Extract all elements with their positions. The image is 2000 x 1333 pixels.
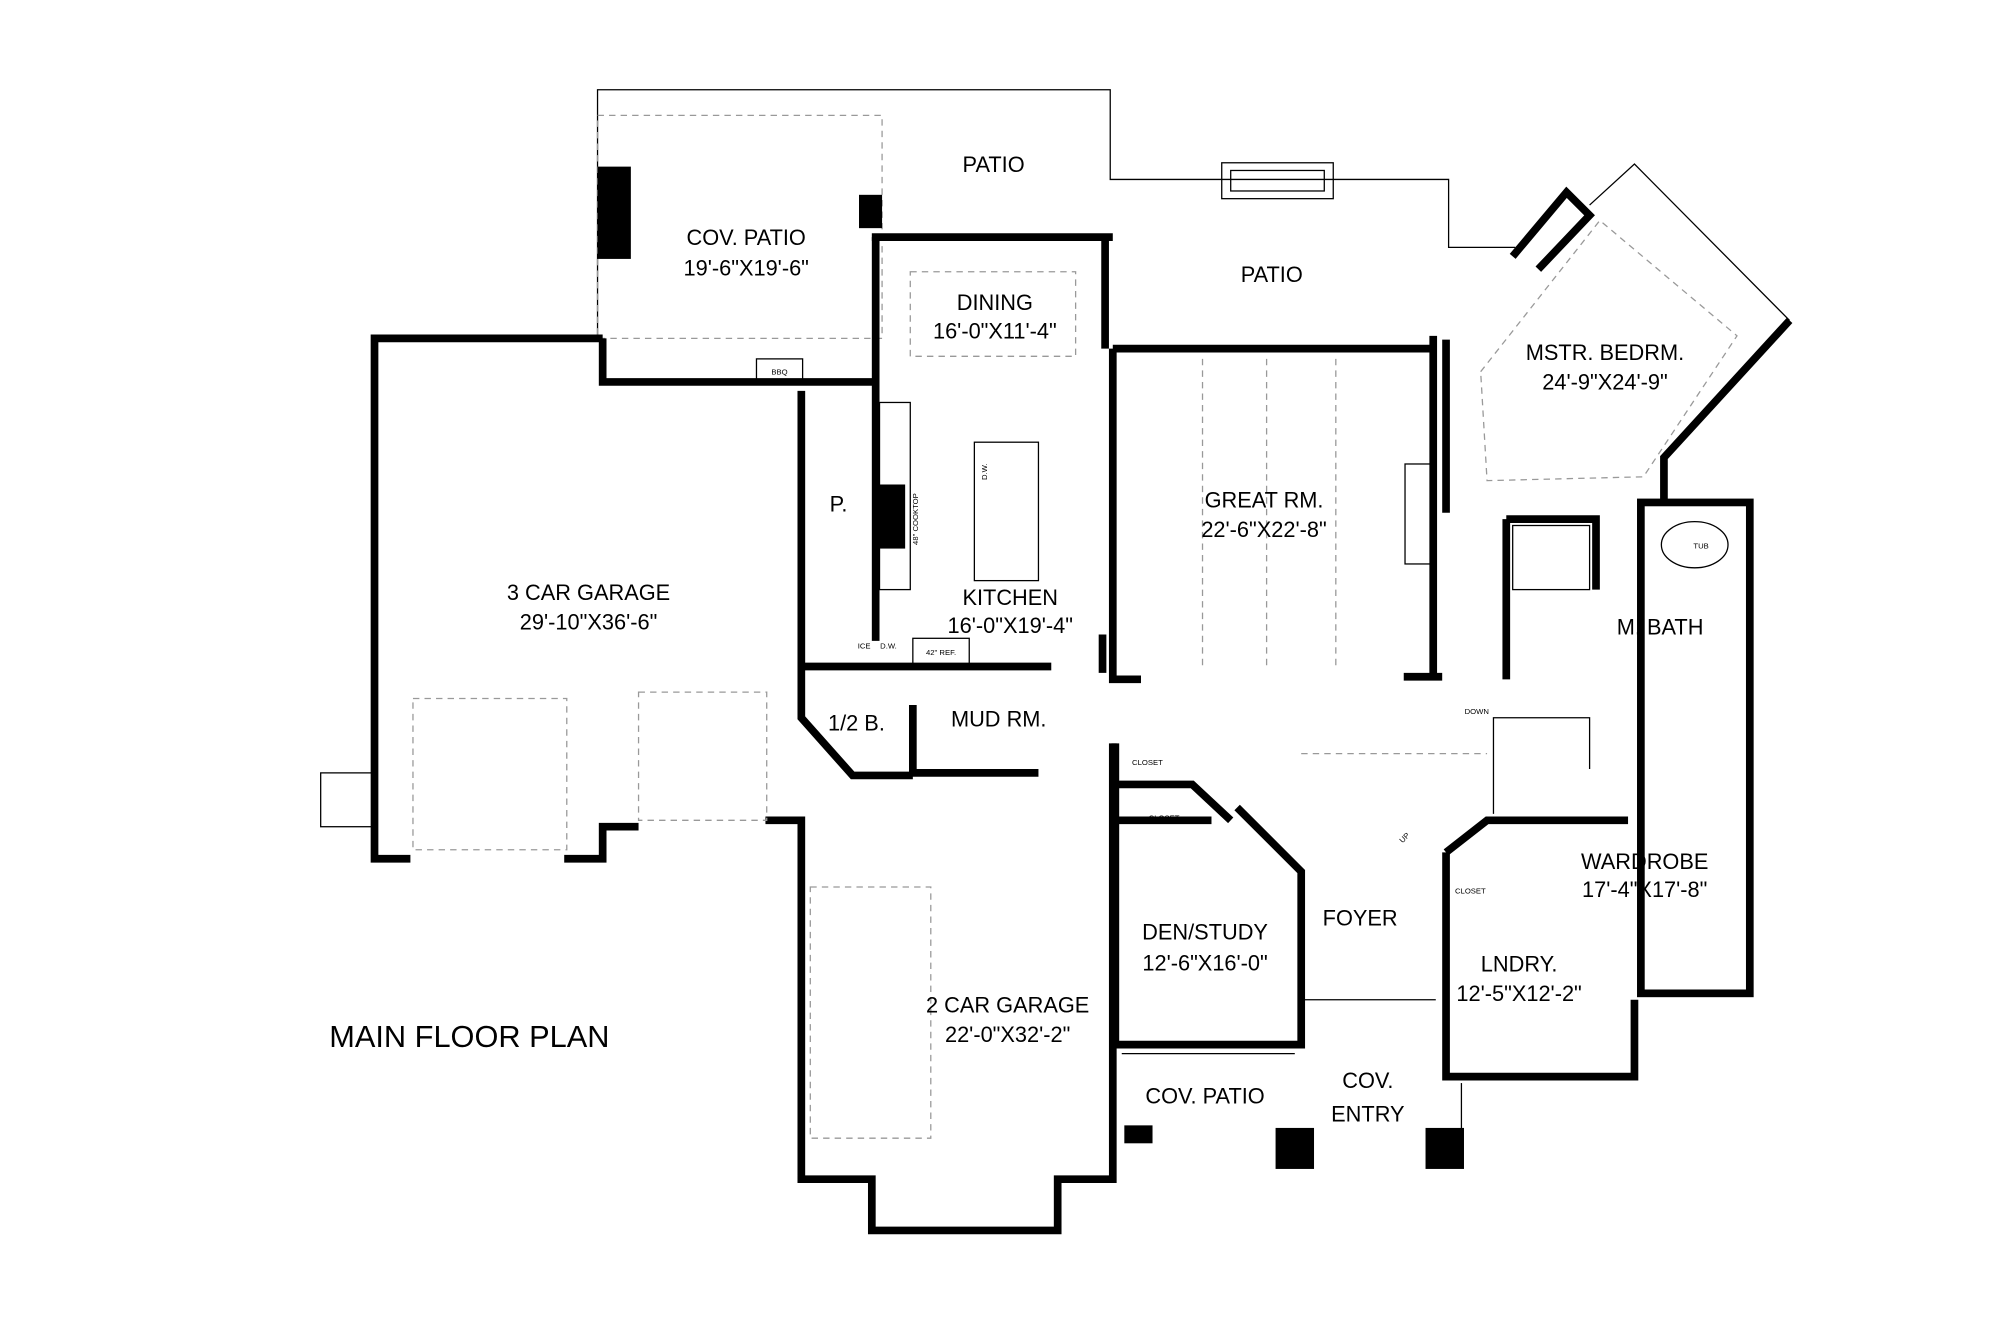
size-garage-3car: 29'-10"X36'-6" [520,609,658,634]
label-island-dw: D.W. [980,463,989,480]
size-dining: 16'-0"X11'-4" [933,318,1057,343]
size-den-study: 12'-6"X16'-0" [1142,950,1267,975]
label-great-room: GREAT RM. [1205,488,1324,513]
size-master-bedroom: 24'-9"X24'-9" [1542,370,1667,395]
label-den-study: DEN/STUDY [1142,920,1268,945]
label-dining: DINING [957,290,1033,315]
label-pantry: P. [830,491,848,516]
master-suite-walls [1442,163,1793,998]
plan-title: MAIN FLOOR PLAN [329,1019,609,1054]
label-master-bedroom: MSTR. BEDRM. [1526,340,1684,365]
patio-outline [596,89,1516,383]
label-bbq: BBQ [771,367,787,376]
size-great-room: 22'-6"X22'-8" [1201,517,1326,542]
size-cov-patio-rear: 19'-6"X19'-6" [684,256,809,281]
label-tub: TUB [1693,542,1708,551]
label-half-bath: 1/2 B. [828,711,885,736]
fixture-labels: BBQ 48" COOKTOP D.W. ICE D.W. 42" REF. C… [771,367,1708,895]
label-cov-patio-front: COV. PATIO [1145,1084,1264,1109]
label-laundry: LNDRY. [1481,952,1558,977]
label-foyer: FOYER [1323,905,1398,930]
label-garage-3car: 3 CAR GARAGE [507,580,670,605]
size-wardrobe: 17'-4"X17'-8" [1582,877,1707,902]
label-cov-entry: COV. [1342,1068,1393,1093]
label-closet-1: CLOSET [1132,758,1163,767]
kitchen-walls [797,233,1113,780]
room-labels: PATIO COV. PATIO 19'-6"X19'-6" PATIO DIN… [329,152,1708,1127]
front-walls [1111,717,1639,1169]
label-cov-entry-2: ENTRY [1331,1102,1405,1127]
label-down: DOWN [1465,707,1489,716]
label-mud-room: MUD RM. [951,707,1047,732]
label-patio-east: PATIO [1241,262,1303,287]
label-master-bath: M. BATH [1617,614,1704,639]
label-garage-2car: 2 CAR GARAGE [926,993,1089,1018]
size-garage-2car: 22'-0"X32'-2" [945,1022,1070,1047]
label-ice: ICE [858,642,871,651]
size-kitchen: 16'-0"X19'-4" [948,613,1073,638]
label-wardrobe: WARDROBE [1581,849,1708,874]
label-dw: D.W. [880,642,897,651]
label-cooktop: 48" COOKTOP [911,493,920,545]
garage-3car-walls [320,334,1117,1235]
label-up: UP [1398,831,1412,845]
label-closet-2: CLOSET [1149,813,1180,822]
label-patio-north: PATIO [963,152,1025,177]
label-cov-patio-rear: COV. PATIO [687,225,806,250]
label-ref: 42" REF. [926,648,956,657]
size-laundry: 12'-5"X12'-2" [1456,981,1581,1006]
great-room-walls [1108,335,1443,684]
label-closet-3: CLOSET [1455,886,1486,895]
label-kitchen: KITCHEN [962,585,1058,610]
